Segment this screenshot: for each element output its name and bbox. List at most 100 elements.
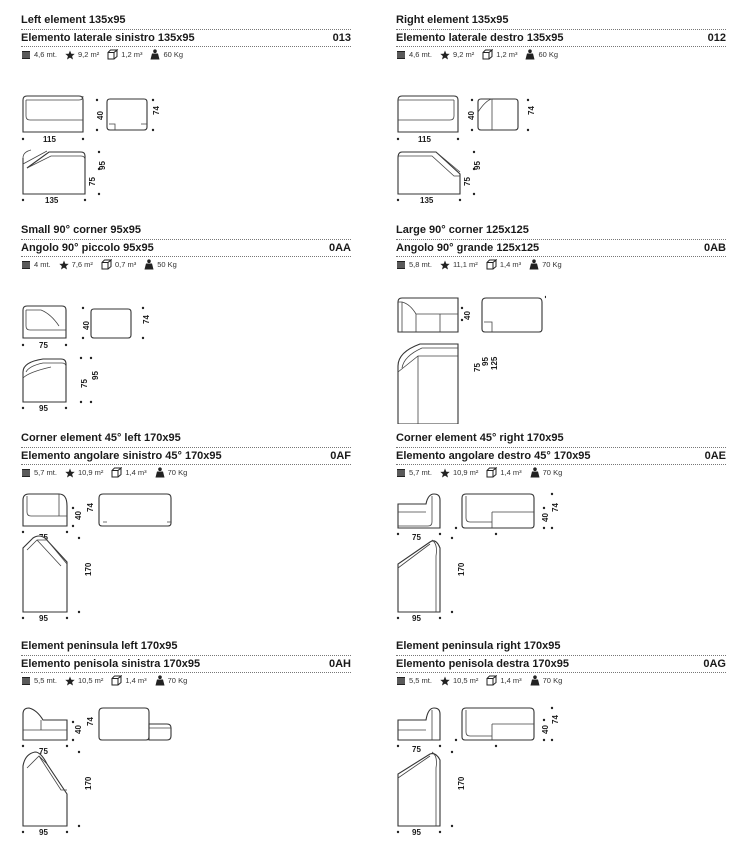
length-icon [22,260,30,269]
volume-icon [111,675,123,686]
area-icon [440,50,450,59]
dim-95: 95 [98,161,107,170]
spec-weight: 60 Kg [525,49,558,60]
dotted-divider [21,447,351,448]
spec-weight: 70 Kg [529,259,562,270]
spec-weight: 70 Kg [530,467,562,478]
area-icon [440,468,450,477]
length-icon [22,50,30,59]
spec-weight: 70 Kg [155,467,187,478]
spec-area: 9,2 m² [440,50,474,60]
dim-40: 40 [467,111,476,120]
spec-row: 5,7 mt. 10,9 m² 1,4 m³ 70 Kg [21,467,195,478]
dim-40: 40 [96,111,105,120]
spec-length: 5,5 mt. [21,676,57,686]
volume-icon [486,467,498,478]
area-icon [440,260,450,269]
volume-icon [486,675,498,686]
dotted-divider [21,256,351,257]
spec-area: 7,6 m² [58,260,93,270]
spec-weight: 70 Kg [530,675,562,686]
dotted-divider [396,46,726,47]
spec-volume: 1,2 m³ [482,49,517,60]
product-card-013: Left element 135x95 Elemento laterale si… [21,14,351,214]
title-it: Angolo 90° grande 125x125 [396,242,540,254]
title-en: Small 90° corner 95x95 [21,224,141,236]
weight-icon [530,675,540,686]
weight-icon [155,467,165,478]
dim-40: 40 [82,321,91,330]
title-en: Element peninsula left 170x95 [21,640,178,652]
spec-length: 5,5 mt. [396,676,432,686]
product-code: 0AH [328,658,351,670]
product-code: 0AE [704,450,726,462]
volume-icon [482,49,494,60]
dim-95: 95 [481,357,490,366]
weight-icon [529,259,539,270]
technical-drawing: 40 74 75 95 125 125 [397,295,546,424]
dim-135: 135 [420,196,434,205]
area-icon [65,676,75,685]
technical-drawing: 75 40 74 75 95 95 [21,305,151,413]
dim-75: 75 [463,177,472,186]
product-code: 0AA [328,242,351,254]
spec-weight: 70 Kg [155,675,187,686]
technical-drawing: 40 74 75 170 95 [21,493,172,623]
spec-volume: 1,4 m³ [486,467,522,478]
dim-95: 95 [412,614,421,623]
dim-74: 74 [86,503,95,512]
dim-75: 75 [412,533,421,542]
spec-row: 4 mt. 7,6 m² 0,7 m³ 50 Kg [21,259,185,270]
dim-95: 95 [39,404,48,413]
dotted-divider [396,29,726,30]
spec-length: 5,7 mt. [396,468,432,478]
product-code: 013 [332,32,351,44]
dim-74: 74 [142,315,151,324]
title-en: Right element 135x95 [396,14,509,26]
spec-volume: 1,4 m³ [486,259,521,270]
spec-length: 4,6 mt. [21,50,57,60]
dotted-divider [21,655,351,656]
dim-95: 95 [91,371,100,380]
dotted-divider [396,655,726,656]
dotted-divider [396,464,726,465]
title-it: Angolo 90° piccolo 95x95 [21,242,154,254]
product-code: 0AG [703,658,726,670]
dim-125: 125 [490,356,499,370]
product-card-0AH: Element peninsula left 170x95 Elemento p… [21,640,351,840]
volume-icon [101,259,112,270]
title-it: Elemento laterale destro 135x95 [396,32,564,44]
area-icon [58,260,69,269]
title-it: Elemento penisola sinistra 170x95 [21,658,201,670]
length-icon [397,50,405,59]
title-en: Element peninsula right 170x95 [396,640,561,652]
spec-length: 4 mt. [21,260,51,270]
spec-row: 5,7 mt. 10,9 m² 1,4 m³ 70 Kg [396,467,570,478]
dim-170: 170 [84,776,93,790]
product-card-012: Right element 135x95 Elemento laterale d… [396,14,726,214]
spec-row: 5,5 mt. 10,5 m² 1,4 m³ 70 Kg [21,675,195,686]
volume-icon [107,49,119,60]
spec-area: 10,9 m² [440,468,478,478]
title-en: Corner element 45° right 170x95 [396,432,564,444]
title-it: Elemento angolare destro 45° 170x95 [396,450,591,462]
spec-weight: 50 Kg [144,259,177,270]
spec-length: 4,6 mt. [396,50,432,60]
technical-drawing: 75 40 74 170 95 [396,706,560,837]
dim-115: 115 [418,135,431,144]
dim-95: 95 [412,828,421,837]
length-icon [397,468,405,477]
technical-drawing: 115 40 74 75 95 135 [396,95,536,205]
spec-volume: 0,7 m³ [101,259,136,270]
product-code: 0AB [703,242,726,254]
spec-row: 5,5 mt. 10,5 m² 1,4 m³ 70 Kg [396,675,570,686]
spec-volume: 1,4 m³ [486,675,522,686]
dim-74: 74 [551,503,560,512]
dim-170: 170 [457,562,466,576]
dim-170: 170 [84,562,93,576]
dim-75: 75 [473,363,482,372]
dotted-divider [21,464,351,465]
length-icon [397,676,405,685]
title-en: Corner element 45° left 170x95 [21,432,181,444]
spec-row: 4,6 mt. 9,2 m² 1,2 m³ 60 Kg [21,49,191,60]
